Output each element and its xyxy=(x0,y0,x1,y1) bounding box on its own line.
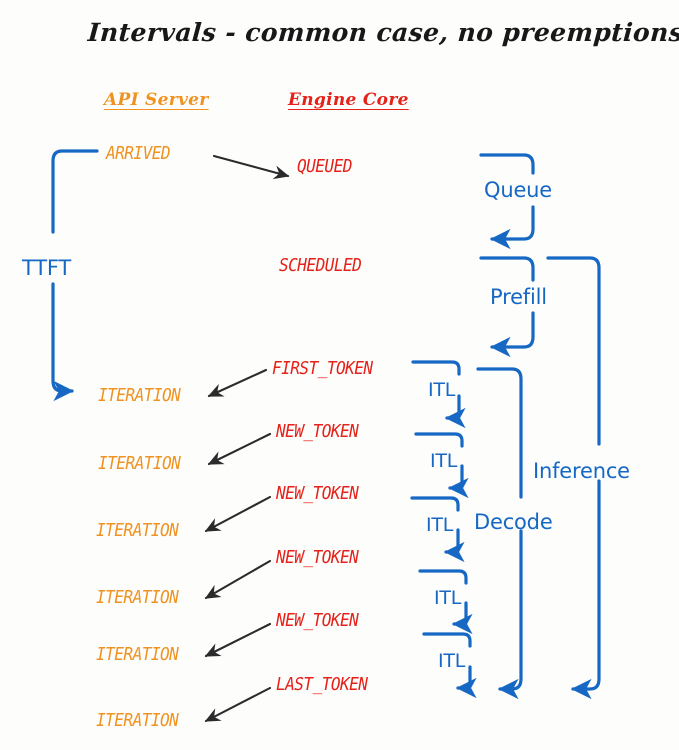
interval-label-itl-2: ITL xyxy=(430,450,458,472)
state-new-token-2: NEW_TOKEN xyxy=(276,484,359,504)
interval-label-itl-4: ITL xyxy=(434,587,462,609)
column-header-engine-core: Engine Core xyxy=(288,90,409,110)
state-iteration-5: ITERATION xyxy=(96,645,179,665)
ttft-bracket xyxy=(51,149,99,402)
state-queued: QUEUED xyxy=(297,157,352,177)
arrow-new-token-to-iteration-1 xyxy=(207,432,272,466)
interval-label-itl-3: ITL xyxy=(426,514,454,536)
arrow-last-token-to-iteration xyxy=(204,686,272,723)
state-new-token-1: NEW_TOKEN xyxy=(276,422,359,442)
interval-label-prefill: Prefill xyxy=(490,285,547,309)
interval-label-itl-1: ITL xyxy=(428,379,456,401)
itl-bracket-2 xyxy=(414,432,469,499)
queue-bracket xyxy=(479,153,535,250)
interval-label-ttft: TTFT xyxy=(22,256,72,280)
interval-label-itl-5: ITL xyxy=(438,650,466,672)
state-arrived: ARRIVED xyxy=(106,144,171,164)
state-iteration-3: ITERATION xyxy=(96,521,179,541)
column-header-api-server: API Server xyxy=(104,90,209,110)
prefill-bracket xyxy=(479,256,535,358)
state-new-token-3: NEW_TOKEN xyxy=(276,548,359,568)
state-scheduled: SCHEDULED xyxy=(279,256,362,276)
itl-bracket-4 xyxy=(418,569,473,635)
state-iteration-4: ITERATION xyxy=(96,588,179,608)
interval-label-inference: Inference xyxy=(533,459,630,483)
itl-bracket-3 xyxy=(410,496,465,563)
state-new-token-4: NEW_TOKEN xyxy=(276,611,359,631)
state-iteration-1: ITERATION xyxy=(98,386,181,406)
itl-bracket-1 xyxy=(411,360,466,429)
state-first-token: FIRST_TOKEN xyxy=(272,359,373,379)
arrow-first-token-to-iteration xyxy=(207,368,268,398)
state-last-token: LAST_TOKEN xyxy=(276,675,368,695)
arrow-new-token-to-iteration-4 xyxy=(204,622,272,658)
diagram-title: Intervals - common case, no preemptions xyxy=(86,18,679,47)
decode-bracket xyxy=(476,367,523,700)
itl-bracket-5 xyxy=(422,632,477,699)
interval-label-decode: Decode xyxy=(474,510,553,534)
flow-arrows xyxy=(204,154,290,723)
arrow-arrived-to-queued xyxy=(212,154,290,180)
state-iteration-2: ITERATION xyxy=(98,454,181,474)
interval-label-queue: Queue xyxy=(484,178,552,202)
inference-bracket xyxy=(546,256,601,700)
state-iteration-6: ITERATION xyxy=(96,711,179,731)
arrow-new-token-to-iteration-2 xyxy=(204,495,272,533)
arrow-new-token-to-iteration-3 xyxy=(204,559,272,600)
